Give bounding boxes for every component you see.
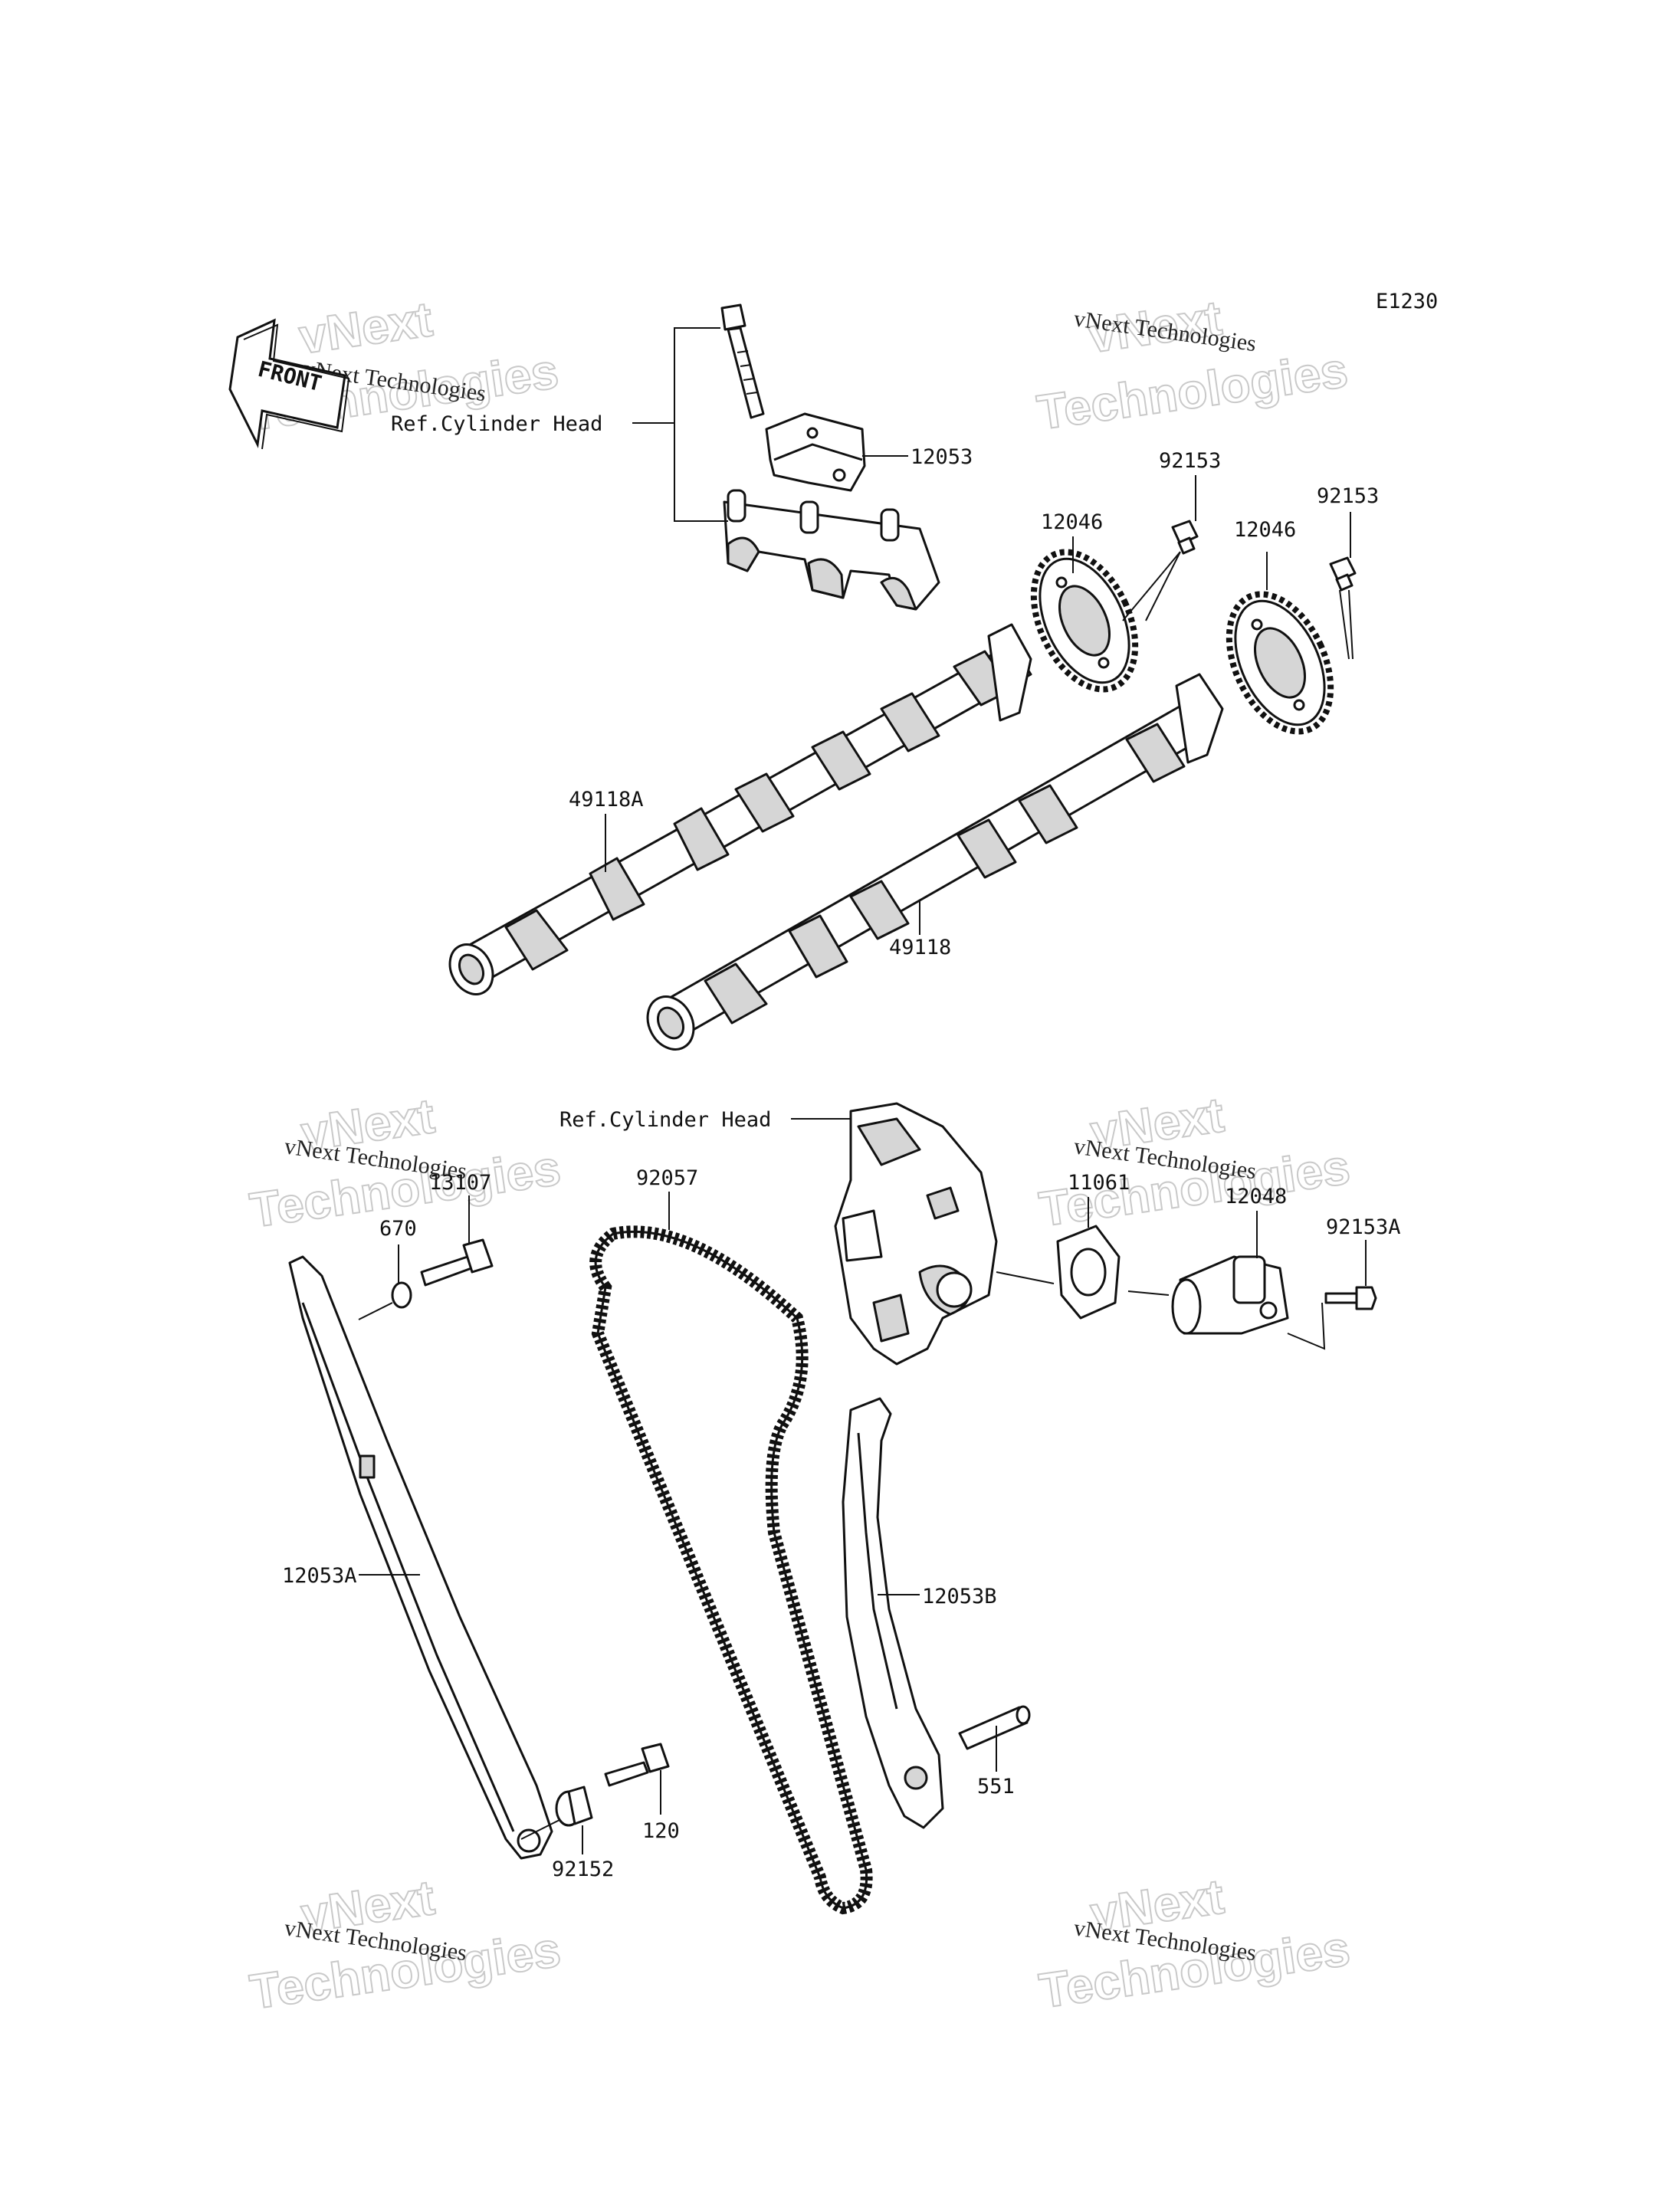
sprocket-12046-a: [1030, 549, 1139, 693]
label-12046-b: 12046: [1234, 518, 1296, 542]
tensioner-12048: [1171, 1255, 1289, 1335]
chain-guide-12053A: [288, 1255, 553, 1860]
diagram-code: E1230: [1376, 290, 1438, 313]
label-12048: 12048: [1225, 1185, 1287, 1208]
sprocket-12046-b: [1226, 591, 1334, 735]
label-92153-a: 92153: [1159, 449, 1221, 473]
cam-chain-92057: [589, 1225, 873, 1915]
bolt-92153A: [1324, 1286, 1377, 1310]
holder-bolt: [720, 303, 765, 419]
label-11061: 11061: [1068, 1171, 1130, 1195]
label-12053A: 12053A: [282, 1564, 357, 1588]
label-12046-a: 12046: [1041, 510, 1103, 534]
label-92153A: 92153A: [1326, 1215, 1401, 1239]
gasket-11061: [1056, 1225, 1121, 1320]
watermark-big-text: Technologies: [1034, 342, 1351, 440]
label-ref-cylinder-head-mid: Ref.Cylinder Head: [559, 1108, 771, 1132]
label-120: 120: [642, 1819, 680, 1843]
bolt-92153-b: [1329, 556, 1357, 592]
label-49118: 49118: [889, 936, 951, 959]
bolt-13107: [420, 1238, 494, 1287]
cylinder-head-section: [834, 1102, 998, 1366]
bracket-12053: [765, 412, 866, 492]
bolt-92153-a: [1171, 520, 1199, 555]
label-13107: 13107: [429, 1171, 491, 1195]
camshaft-49118A: [448, 623, 1032, 995]
bolt-120: [604, 1743, 670, 1787]
watermark-big-text: vNext: [296, 291, 436, 365]
label-12053B: 12053B: [922, 1585, 997, 1608]
camshaft-holder: [723, 489, 940, 611]
label-49118A: 49118A: [569, 788, 644, 812]
label-670: 670: [379, 1217, 417, 1241]
label-92057: 92057: [636, 1166, 698, 1190]
label-92153-b: 92153: [1317, 484, 1379, 508]
label-ref-cylinder-head-top: Ref.Cylinder Head: [391, 412, 602, 436]
label-92152: 92152: [552, 1858, 614, 1881]
chain-guide-12053B: [842, 1397, 944, 1829]
o-ring-670: [391, 1281, 412, 1309]
label-12053: 12053: [911, 445, 973, 469]
collar-92152: [555, 1785, 593, 1827]
label-551: 551: [977, 1775, 1015, 1799]
pin-551: [958, 1705, 1031, 1750]
watermark-top-right: vNext Technologies: [1033, 290, 1352, 441]
camshaft-49118: [646, 673, 1224, 1051]
